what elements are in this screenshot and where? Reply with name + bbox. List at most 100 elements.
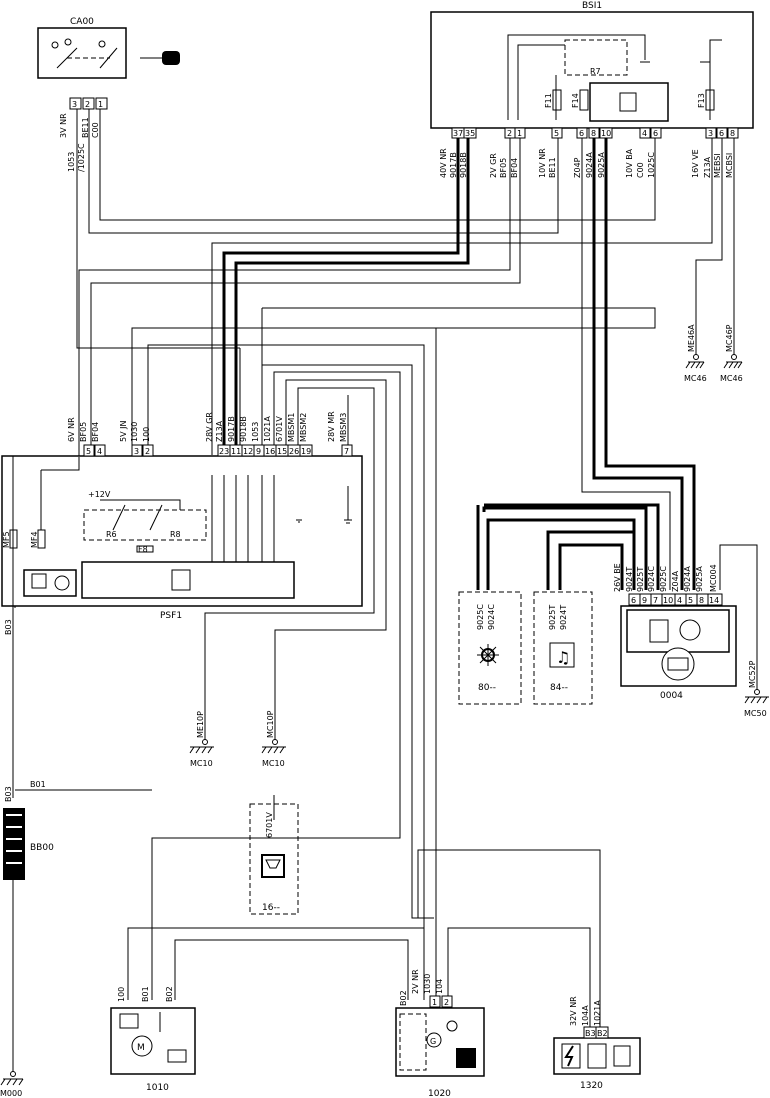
svg-text:9025C: 9025C [476, 604, 485, 630]
svg-text:MC50: MC50 [744, 709, 767, 718]
lightning-icon [561, 1043, 581, 1069]
svg-text:1030: 1030 [423, 974, 432, 994]
svg-text:10: 10 [663, 596, 673, 605]
svg-text:37: 37 [453, 129, 463, 138]
svg-text:9017B: 9017B [449, 152, 458, 178]
svg-text:9025A: 9025A [597, 152, 606, 178]
svg-text:2: 2 [507, 129, 512, 138]
psf1-relays [83, 509, 207, 541]
svg-text:♫: ♫ [556, 648, 570, 667]
svg-text:3V NR: 3V NR [59, 113, 68, 138]
component-bsi1 [430, 11, 754, 129]
alternator-icon [426, 1032, 442, 1048]
svg-text:1: 1 [517, 129, 522, 138]
svg-text:M: M [137, 1043, 145, 1053]
svg-text:F8: F8 [138, 545, 148, 554]
ground-me10 [189, 739, 214, 754]
svg-text:MF4: MF4 [30, 531, 39, 548]
c0004-title: 0004 [660, 691, 683, 701]
svg-text:1053: 1053 [67, 152, 76, 172]
svg-text:B01: B01 [30, 780, 46, 789]
ground-symbols [0, 61, 769, 1086]
svg-text:3: 3 [72, 100, 77, 109]
svg-text:6701V: 6701V [275, 416, 284, 442]
svg-text:9024C: 9024C [647, 566, 656, 592]
svg-text:1030: 1030 [130, 422, 139, 442]
c84-title: 84-- [550, 683, 568, 693]
svg-text:B2: B2 [597, 1029, 608, 1038]
svg-text:100: 100 [117, 987, 126, 1002]
svg-text:9025A: 9025A [695, 566, 704, 592]
key-icon [140, 51, 180, 65]
c84-box [533, 591, 593, 705]
svg-text:MCBSI: MCBSI [725, 153, 734, 178]
svg-text:Z04P: Z04P [573, 157, 582, 178]
c1320-pins: B3 B2 [583, 1026, 609, 1039]
psf1-pins: 5 4 3 2 23 11 12 9 16 15 26 19 7 [83, 444, 353, 457]
svg-text:MC52P: MC52P [748, 660, 757, 688]
fuse-mf4 [37, 529, 46, 549]
ecu-icon [587, 1043, 607, 1069]
bsi1-processor [589, 82, 669, 122]
psf1-wire-labels: 6V NR BF05 BF04 5V JN 1030 100 28V GR Z1… [67, 411, 348, 442]
c1020-title: 1020 [428, 1089, 451, 1098]
svg-text:R6: R6 [106, 530, 117, 539]
svg-text:BE11: BE11 [81, 117, 90, 138]
svg-text:2: 2 [85, 100, 90, 109]
svg-text:5: 5 [554, 129, 559, 138]
component-ca00 [37, 27, 180, 79]
svg-text:6: 6 [631, 596, 636, 605]
ground-mc46b [723, 354, 743, 369]
svg-text:MC46: MC46 [684, 374, 707, 383]
injector-icon [613, 1045, 631, 1067]
svg-text:6701V: 6701V [265, 812, 274, 838]
svg-text:4: 4 [97, 447, 102, 456]
svg-text:9024C: 9024C [487, 604, 496, 630]
svg-text:9025T: 9025T [548, 605, 557, 630]
bsi1-wire-labels: 40V NR 9017B 9018B 2V GR BF05 BF04 10V N… [439, 148, 734, 178]
svg-text:26V BE: 26V BE [613, 563, 622, 592]
svg-text:1021A: 1021A [263, 416, 272, 442]
svg-text:R7: R7 [590, 67, 601, 76]
svg-text:6: 6 [653, 129, 658, 138]
ca00-pins: 3 2 1 [69, 97, 108, 110]
svg-text:Z13A: Z13A [703, 156, 712, 178]
svg-text:F13: F13 [697, 93, 706, 108]
component-1020: G [395, 1007, 485, 1077]
svg-text:9024A: 9024A [683, 566, 692, 592]
svg-text:1: 1 [432, 998, 437, 1007]
svg-text:M000: M000 [0, 1089, 22, 1098]
music-note-icon: ♫ [549, 642, 575, 668]
pump-icon [167, 1049, 187, 1063]
psf1-title: PSF1 [160, 611, 182, 621]
regulator-icon [456, 1048, 476, 1068]
svg-text:15: 15 [277, 447, 287, 456]
svg-text:16V VE: 16V VE [691, 149, 700, 178]
svg-text:R8: R8 [170, 530, 181, 539]
c0004-wire-labels: 26V BE 9024T 9025T 9024C 9025C Z04A 9024… [613, 563, 718, 592]
svg-text:1053: 1053 [251, 422, 260, 442]
svg-text:MC10: MC10 [190, 759, 213, 768]
svg-text:/1025C: /1025C [77, 143, 86, 172]
svg-text:9024T: 9024T [559, 605, 568, 630]
svg-text:MBSM2: MBSM2 [299, 413, 308, 442]
svg-text:10V NR: 10V NR [538, 148, 547, 178]
svg-text:2V GR: 2V GR [489, 153, 498, 178]
svg-text:8: 8 [699, 596, 704, 605]
ca00-title: CA00 [70, 17, 94, 27]
c1010-title: 1010 [146, 1083, 169, 1093]
c80-title: 80-- [478, 683, 496, 693]
bb00-title: BB00 [30, 843, 54, 853]
c16-box [249, 803, 299, 915]
svg-text:C00: C00 [91, 122, 100, 138]
svg-text:ME46A: ME46A [687, 324, 696, 352]
svg-text:G: G [430, 1037, 436, 1046]
svg-text:B3: B3 [585, 1029, 596, 1038]
svg-text:9018B: 9018B [459, 152, 468, 178]
svg-text:28V GR: 28V GR [205, 412, 214, 442]
svg-text:5: 5 [86, 447, 91, 456]
svg-text:1021A: 1021A [593, 1000, 602, 1026]
svg-text:MF5: MF5 [2, 531, 11, 548]
relay-1010 [119, 1013, 139, 1029]
svg-text:Z04A: Z04A [671, 570, 680, 592]
